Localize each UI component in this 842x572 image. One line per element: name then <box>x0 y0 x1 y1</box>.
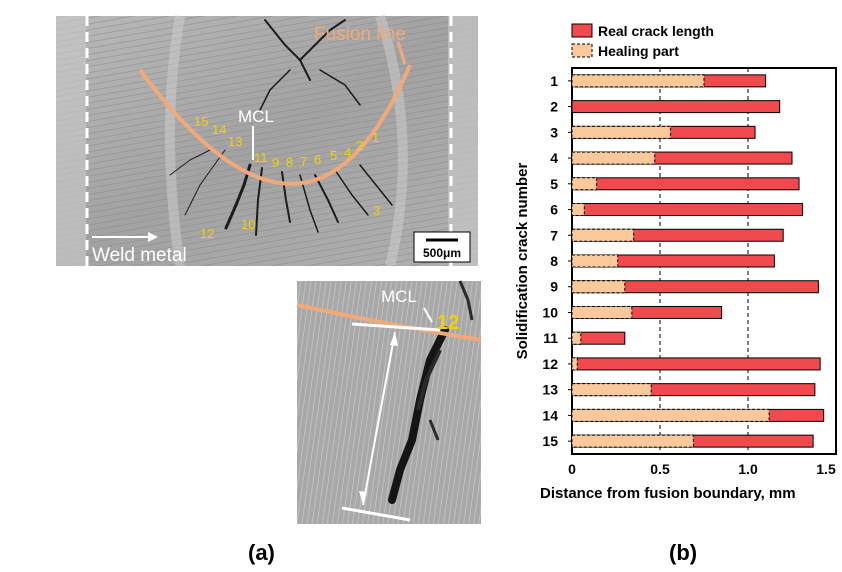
crack-number-13: 13 <box>228 134 242 149</box>
crack-number-14: 14 <box>212 122 226 137</box>
bar-healing-7 <box>571 228 635 242</box>
crack-number-10: 10 <box>241 217 255 232</box>
inset-crack-number: 12 <box>437 312 459 334</box>
crack-number-3: 3 <box>373 203 380 218</box>
y-tick-8: 8 <box>550 253 558 269</box>
y-tick-6: 6 <box>550 202 558 218</box>
crack-number-12: 12 <box>200 226 214 241</box>
y-tick-12: 12 <box>542 356 558 372</box>
crack-number-1: 1 <box>372 130 379 145</box>
y-tick-9: 9 <box>550 279 558 295</box>
crack-number-15: 15 <box>194 114 208 129</box>
bar-healing-10 <box>571 305 633 319</box>
crack-number-8: 8 <box>286 155 293 170</box>
crack-number-5: 5 <box>330 148 337 163</box>
crack-number-2: 2 <box>356 138 363 153</box>
y-tick-7: 7 <box>550 227 558 243</box>
x-axis-label: Distance from fusion boundary, mm <box>540 485 796 502</box>
legend-label-healing: Healing part <box>598 43 679 59</box>
crack-number-6: 6 <box>314 152 321 167</box>
fusion-line-label: Fusion line <box>314 24 406 45</box>
legend-label-real: Real crack length <box>598 23 714 39</box>
bar-healing-5 <box>571 177 598 191</box>
bar-healing-15 <box>571 434 694 448</box>
x-tick-1.0: 1.0 <box>738 461 758 477</box>
panel-label-a: (a) <box>248 540 275 565</box>
y-tick-11: 11 <box>543 330 558 346</box>
bar-healing-13 <box>571 383 652 397</box>
mcl-label: MCL <box>238 107 274 126</box>
crack-number-9: 9 <box>272 155 279 170</box>
y-tick-2: 2 <box>550 99 558 115</box>
weld-micrograph: Fusion line MCL Weld metal 500μm 1514131… <box>56 14 478 268</box>
crack-number-7: 7 <box>300 154 307 169</box>
y-tick-15: 15 <box>542 433 558 449</box>
bar-healing-14 <box>571 408 770 422</box>
y-tick-14: 14 <box>542 407 558 423</box>
bar-real-crack-5 <box>571 177 800 191</box>
crack-number-11: 11 <box>254 150 268 165</box>
x-tick-0: 0 <box>568 461 576 477</box>
y-tick-3: 3 <box>550 124 558 140</box>
scale-bar-label: 500μm <box>423 246 461 260</box>
bar-healing-1 <box>571 74 705 88</box>
y-tick-4: 4 <box>550 150 558 166</box>
bar-real-crack-2 <box>571 100 781 114</box>
weld-metal-label: Weld metal <box>92 245 187 266</box>
y-axis-label: Solidification crack number <box>514 162 531 359</box>
bar-healing-8 <box>571 254 619 268</box>
bar-healing-4 <box>571 151 656 165</box>
crack-length-arrow <box>362 331 396 506</box>
inset-mcl-label: MCL <box>381 287 417 306</box>
y-tick-10: 10 <box>542 304 558 320</box>
bar-real-crack-6 <box>571 203 804 217</box>
legend: Real crack length Healing part <box>571 23 714 59</box>
x-tick-labels: 0 0.5 1.0 1.5 <box>568 461 836 477</box>
y-tick-13: 13 <box>542 382 558 398</box>
bar-healing-3 <box>571 125 672 139</box>
x-tick-0.5: 0.5 <box>650 461 670 477</box>
panel-label-b: (b) <box>669 540 698 565</box>
bar-healing-12 <box>571 357 578 371</box>
legend-swatch-real <box>571 23 593 38</box>
y-tick-1: 1 <box>550 73 558 89</box>
legend-swatch-healing <box>571 43 593 58</box>
crack-number-4: 4 <box>344 145 351 160</box>
bar-real-crack-12 <box>571 357 821 371</box>
bar-healing-6 <box>571 203 585 217</box>
crack-length-chart: Real crack length Healing part 123456789… <box>514 23 837 502</box>
bar-healing-9 <box>571 280 626 294</box>
y-tick-5: 5 <box>550 176 558 192</box>
inset-micrograph: MCL 12 <box>296 280 482 524</box>
bar-healing-11 <box>571 331 582 345</box>
scale-bar-box <box>413 231 471 263</box>
bars <box>571 74 825 448</box>
inset-fusion-line <box>296 303 482 342</box>
x-tick-1.5: 1.5 <box>816 461 836 477</box>
fusion-line <box>138 64 412 186</box>
